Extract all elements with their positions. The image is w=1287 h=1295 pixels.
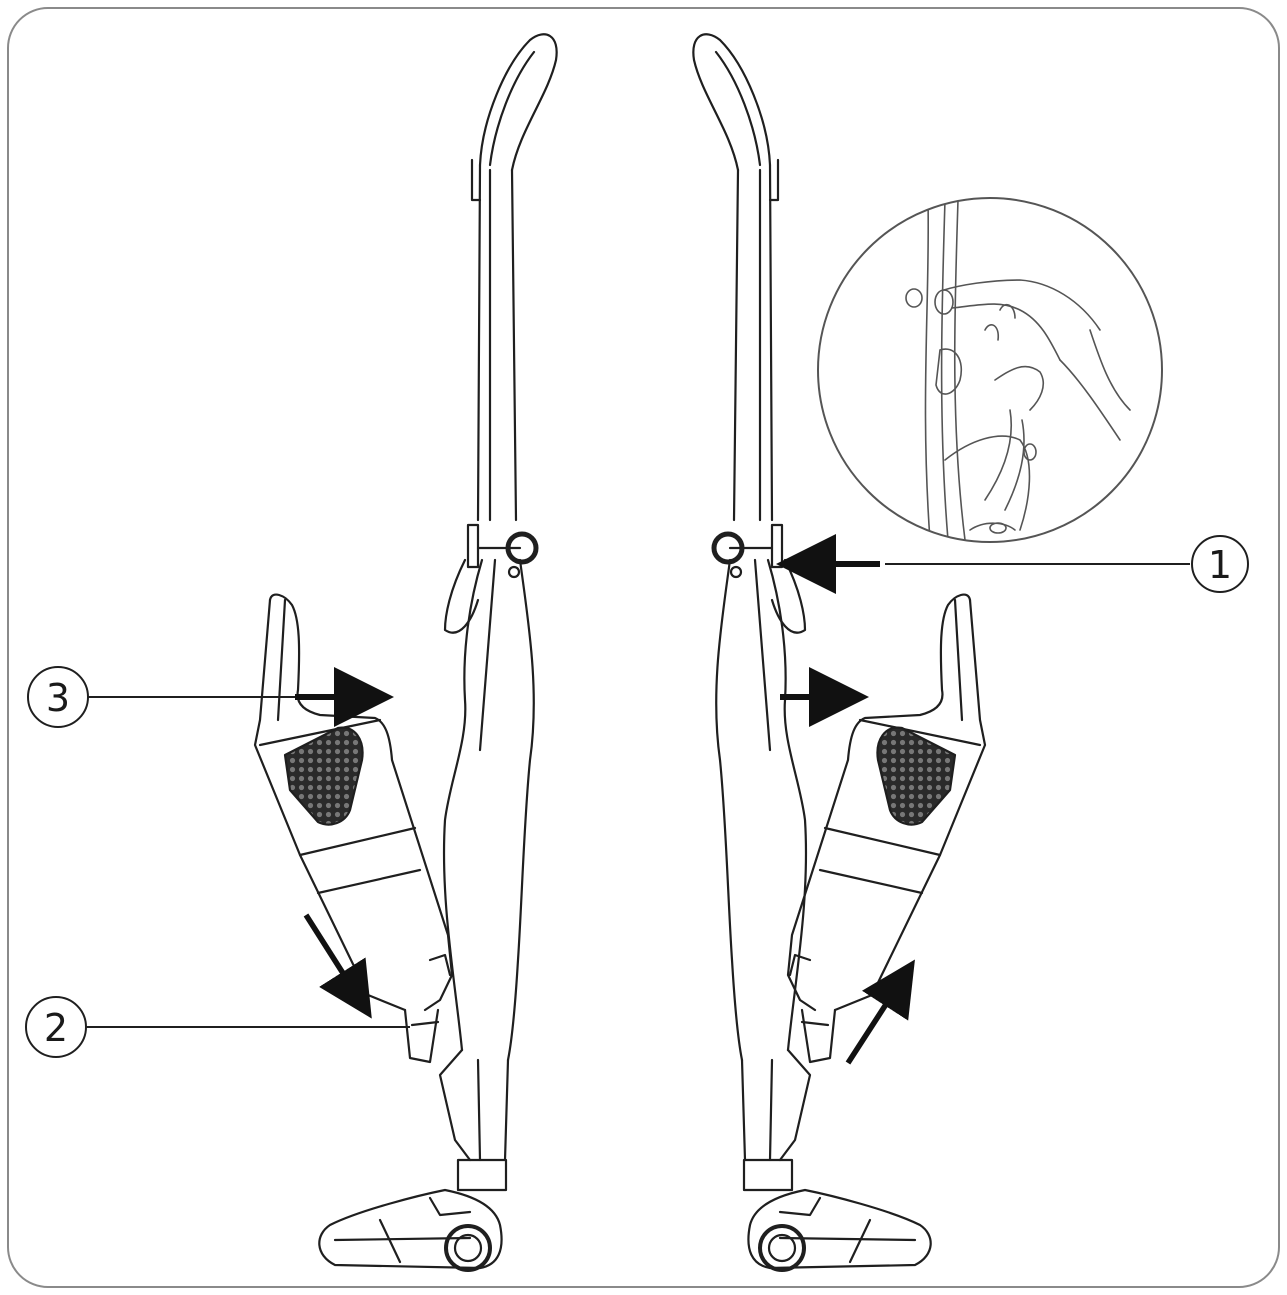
callout-2-number: 2 — [44, 1006, 68, 1050]
callout-3: 3 — [27, 666, 394, 728]
diagram-frame — [7, 7, 1280, 1288]
magnified-detail-icon — [817, 197, 1163, 543]
callout-1-number: 1 — [1208, 543, 1232, 587]
callout-2: 2 — [25, 913, 410, 1058]
right-insert-arrow — [845, 959, 915, 1065]
callout-1-circle — [1191, 535, 1249, 593]
callout-3-number: 3 — [46, 676, 70, 720]
callout-3-circle — [27, 666, 89, 728]
vacuum-right-icon — [692, 33, 987, 1272]
callout-2-arrow — [303, 913, 372, 1019]
callout-2-circle — [25, 996, 87, 1058]
callout-1: 1 — [776, 534, 1249, 594]
vacuum-left-icon — [253, 33, 558, 1272]
